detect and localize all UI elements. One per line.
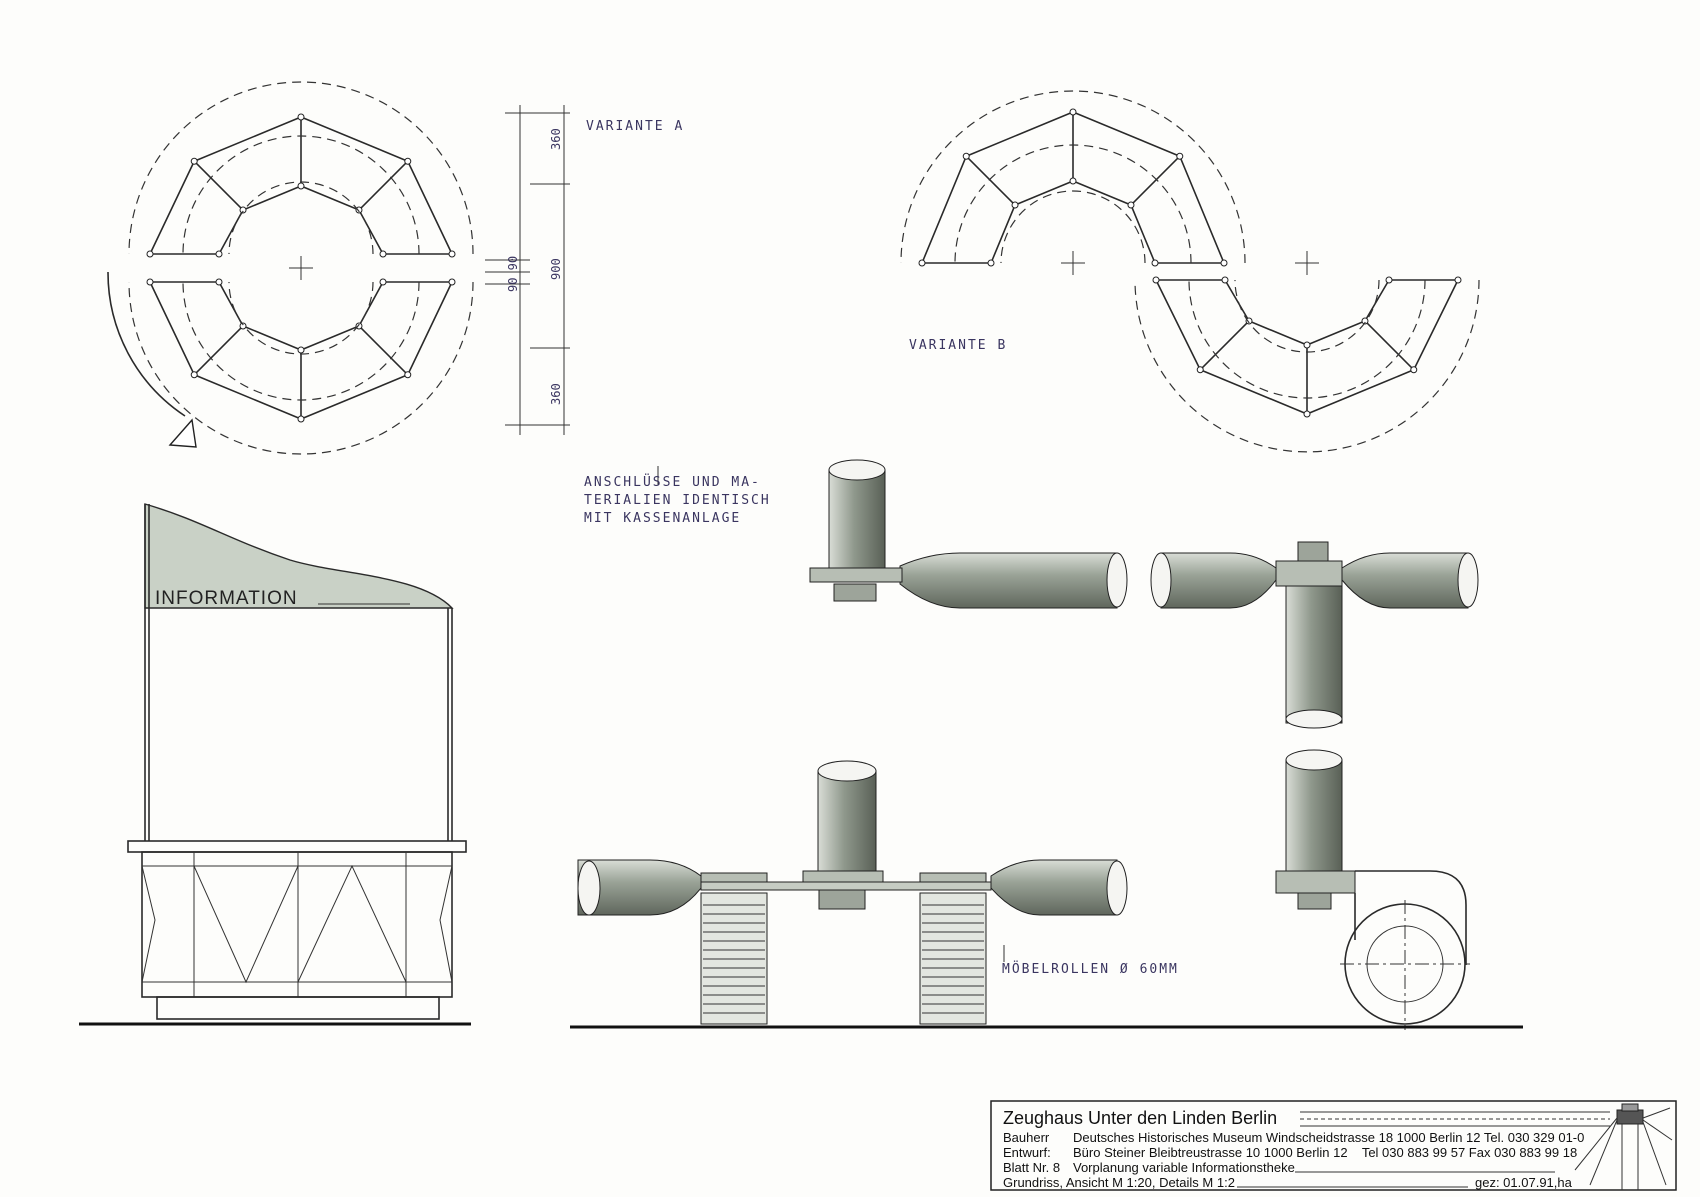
seat-inner-edge [990,180,1156,264]
dimension-gap: 90 90 [506,256,520,292]
arrow-head-icon [168,418,197,448]
joint-node [404,371,412,379]
joint-node [239,206,247,214]
joint-node [1410,366,1418,374]
joint-node [1385,276,1393,284]
variant-b-label: VARIANTE B [909,338,1007,353]
joint-node [1069,177,1077,185]
note-castors-text: MÖBELROLLEN Ø 60MM [1002,960,1179,977]
variant-b-plan [900,90,1480,453]
joint-node [1069,108,1077,116]
seat-divider [965,155,1016,206]
joint-node [239,322,247,330]
row-label-design: Entwurf: [1003,1145,1051,1160]
joint-node [146,278,154,286]
note-line-3: MIT KASSENANLAGE [584,511,741,526]
joint-node [297,415,305,423]
note-line-2: TERIALIEN IDENTISCH [584,493,771,508]
rotation-arrow [107,271,186,417]
mid-dashed-outline [1188,279,1426,399]
joint-node [448,250,456,258]
outer-dashed-outline [900,90,1246,264]
note-connections: ANSCHLÜSSE UND MA- TERIALIEN IDENTISCH M… [584,466,771,526]
mid-dashed-outline [954,144,1192,264]
row-label-client: Bauherr [1003,1130,1050,1145]
joint-node [1152,276,1160,284]
joint-node [404,157,412,165]
joint-node [987,259,995,267]
seat-inner-edge [218,281,384,351]
joint-node [1220,259,1228,267]
outer-dashed-outline [128,81,474,255]
sign-text: INFORMATION [155,588,298,609]
joint-node [918,259,926,267]
note-castors: MÖBELROLLEN Ø 60MM [1002,945,1179,977]
joint-node [448,278,456,286]
inner-dashed-outline [228,181,374,255]
outer-dashed-outline [128,281,474,455]
inner-dashed-outline [1000,190,1146,264]
joint-node [1127,201,1135,209]
dimension-bottom: 360 [549,383,563,405]
variant-a-label: VARIANTE A [586,119,684,134]
mid-dashed-outline [182,135,420,255]
detail-castor-single [1275,749,1470,1030]
row-value-design: Büro Steiner Bleibtreustrasse 10 1000 Be… [1073,1145,1577,1160]
joint-node [1151,259,1159,267]
joint-node [1303,410,1311,418]
joint-node [379,250,387,258]
seat-inner-edge [1224,279,1390,346]
dimension-chain: 360 900 90 90 360 [485,105,570,435]
inner-dashed-outline [1234,279,1380,353]
joint-node [962,152,970,160]
detail-joint-2 [1150,541,1479,729]
row-label-sheet: Blatt Nr. 8 [1003,1160,1060,1175]
joint-node [379,278,387,286]
seat-divider [193,325,244,376]
scale-text: Grundriss, Ansicht M 1:20, Details M 1:2 [1003,1175,1235,1190]
detail-castor-pair [577,760,1128,1025]
project-title: Zeughaus Unter den Linden Berlin [1003,1108,1277,1128]
counter-elevation: INFORMATION [79,503,471,1026]
seat-divider [1364,320,1415,371]
outer-dashed-outline [1134,279,1480,453]
dimension-middle: 900 [549,258,563,280]
row-value-sheet: Vorplanung variable Informationstheke [1073,1160,1295,1175]
dimension-top: 360 [549,128,563,150]
joint-node [1245,317,1253,325]
title-block: Zeughaus Unter den Linden Berlin Bauherr… [990,1100,1677,1191]
note-line-1: ANSCHLÜSSE UND MA- [584,473,761,490]
detail-joint-1 [809,459,1128,609]
inner-dashed-outline [228,281,374,355]
joint-node [1221,276,1229,284]
seat-inner-edge [218,185,384,255]
joint-node [1196,366,1204,374]
row-value-client: Deutsches Historisches Museum Windscheid… [1073,1130,1584,1145]
variant-a-plan [107,81,474,455]
joint-node [297,346,305,354]
joint-node [215,278,223,286]
mid-dashed-outline [182,281,420,401]
joint-node [215,250,223,258]
joint-node [1361,317,1369,325]
joint-node [1303,341,1311,349]
seat-divider [358,325,409,376]
joint-node [1011,201,1019,209]
joint-logo-icon [1574,1103,1673,1190]
seat-divider [358,160,409,211]
joint-node [190,371,198,379]
joint-node [190,157,198,165]
drawn-by-date: gez: 01.07.91,ha [1475,1175,1573,1190]
joint-node [1454,276,1462,284]
seat-divider [1130,155,1181,206]
joint-node [146,250,154,258]
joint-node [1176,152,1184,160]
seat-divider [1199,320,1250,371]
seat-divider [193,160,244,211]
joint-node [297,182,305,190]
joint-node [297,113,305,121]
